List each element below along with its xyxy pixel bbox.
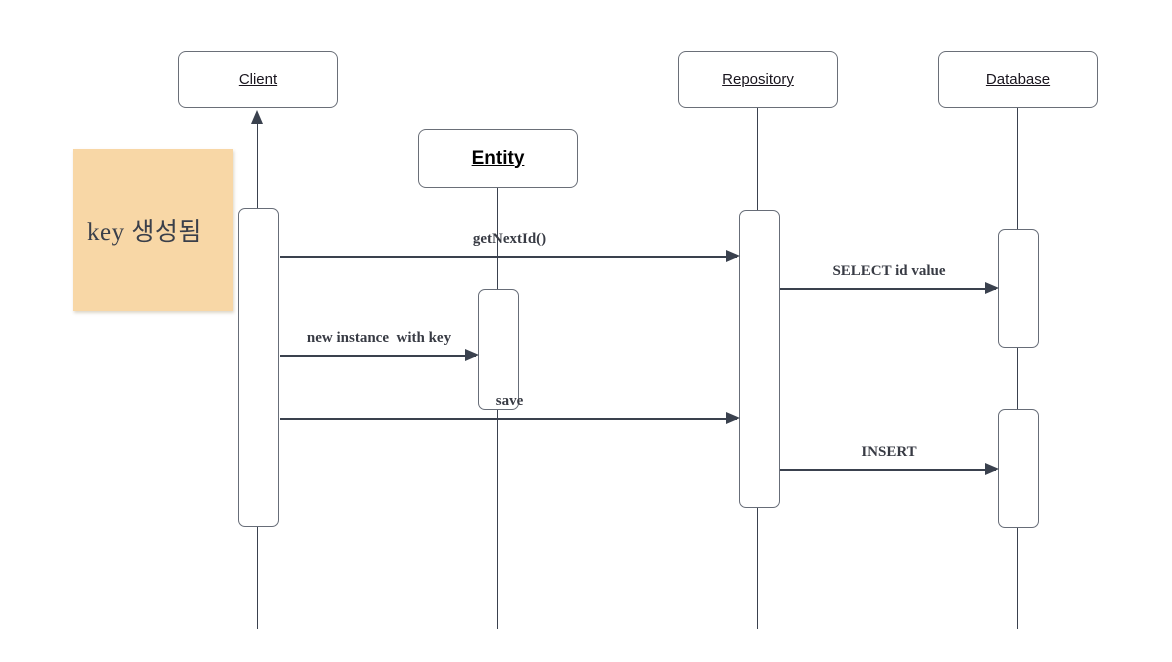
activation-repository[interactable]	[739, 210, 780, 508]
message-line	[280, 355, 476, 357]
arrowhead-right-icon	[985, 282, 999, 294]
message-line	[780, 469, 996, 471]
participant-box-repository[interactable]: Repository	[678, 51, 838, 108]
participant-label-entity: Entity	[471, 147, 525, 169]
participant-label-client: Client	[238, 71, 278, 88]
message-line	[280, 256, 737, 258]
sticky-note[interactable]: key 생성됨	[73, 149, 233, 311]
return-arrow-line	[257, 122, 258, 208]
arrowhead-right-icon	[726, 250, 740, 262]
message-line	[780, 288, 996, 290]
participant-label-repository: Repository	[722, 71, 794, 88]
message-line	[280, 418, 737, 420]
lifeline-database[interactable]	[1017, 108, 1018, 629]
message-label-insert: INSERT	[861, 444, 917, 460]
participant-box-database[interactable]: Database	[938, 51, 1098, 108]
activation-database-2[interactable]	[998, 409, 1039, 528]
sticky-note-text: key 생성됨	[87, 219, 202, 246]
message-label-save: save	[495, 393, 524, 409]
message-label-new-instance: new instance with key	[306, 330, 452, 346]
participant-box-client[interactable]: Client	[178, 51, 338, 108]
activation-entity[interactable]	[478, 289, 519, 410]
return-arrow-to-client[interactable]	[251, 110, 264, 210]
arrowhead-right-icon	[726, 412, 740, 424]
activation-client[interactable]	[238, 208, 279, 527]
participant-box-entity[interactable]: Entity	[418, 129, 578, 188]
arrowhead-up-icon	[251, 110, 263, 124]
message-label-select-id-value: SELECT id value	[832, 263, 946, 279]
message-new-instance[interactable]: new instance with key	[280, 330, 479, 363]
message-insert[interactable]: INSERT	[780, 444, 999, 477]
participant-label-database: Database	[985, 71, 1051, 88]
arrowhead-right-icon	[465, 349, 479, 361]
arrowhead-right-icon	[985, 463, 999, 475]
message-label-getnextid: getNextId()	[472, 231, 547, 247]
message-save[interactable]: save	[280, 393, 740, 426]
activation-database-1[interactable]	[998, 229, 1039, 348]
lifeline-client[interactable]	[257, 527, 258, 629]
message-getnextid[interactable]: getNextId()	[280, 231, 740, 264]
message-select-id-value[interactable]: SELECT id value	[780, 263, 999, 296]
